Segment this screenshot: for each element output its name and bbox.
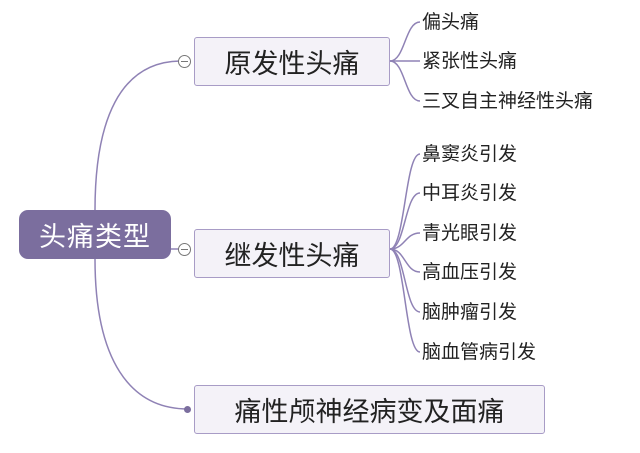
connector-dot-branch-3: [184, 406, 191, 413]
leaf-hypertension[interactable]: 高血压引发: [422, 261, 518, 283]
connector-branch-2-leaf-2: [389, 192, 421, 250]
leaf-migraine[interactable]: 偏头痛: [422, 11, 480, 33]
connector-branch-2-leaf-3: [389, 232, 421, 250]
leaf-brain-tumor[interactable]: 脑肿瘤引发: [422, 301, 518, 323]
branch-node-primary-headache[interactable]: 原发性头痛: [194, 37, 390, 86]
collapse-toggle-branch-2[interactable]: [178, 243, 191, 256]
connector-branch-2-leaf-6: [389, 248, 421, 353]
leaf-trigeminal-autonomic-headache[interactable]: 三叉自主神经性头痛: [422, 90, 594, 112]
leaf-cerebrovascular-disease[interactable]: 脑血管病引发: [422, 341, 537, 363]
connector-branch-1-leaf-1: [389, 21, 421, 62]
connector-root-branch-1: [94, 60, 181, 211]
connector-branch-2-leaf-1: [389, 153, 421, 250]
leaf-otitis-media[interactable]: 中耳炎引发: [422, 182, 518, 204]
root-node[interactable]: 头痛类型: [19, 210, 171, 259]
leaf-tension-headache[interactable]: 紧张性头痛: [422, 50, 518, 72]
connector-branch-1-leaf-3: [389, 60, 421, 102]
leaf-sinusitis[interactable]: 鼻窦炎引发: [422, 143, 518, 165]
leaf-glaucoma[interactable]: 青光眼引发: [422, 222, 518, 244]
connector-root-branch-3: [94, 258, 189, 410]
branch-node-cranial-neuropathy-facial-pain[interactable]: 痛性颅神经病变及面痛: [194, 385, 545, 434]
collapse-toggle-branch-1[interactable]: [178, 55, 191, 68]
branch-node-secondary-headache[interactable]: 继发性头痛: [194, 229, 390, 278]
